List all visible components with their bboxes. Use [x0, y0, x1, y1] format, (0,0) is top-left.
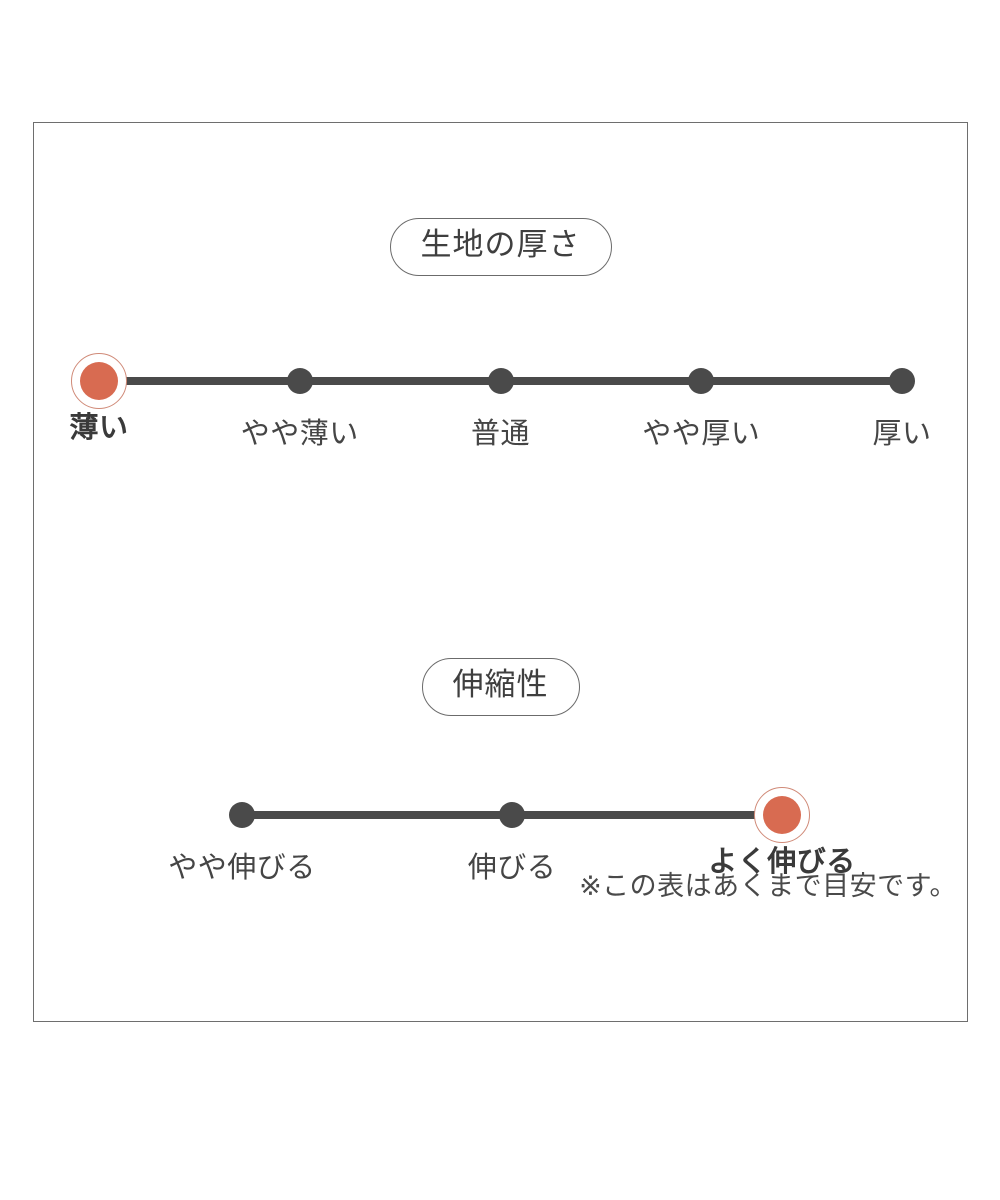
thickness-dot-icon — [487, 368, 514, 394]
thickness-label-2: 普通 — [470, 416, 531, 450]
stretch-stop-1[interactable]: 伸びる — [468, 802, 556, 884]
stretch-dot-icon — [229, 802, 255, 828]
thickness-stop-4[interactable]: 厚い — [872, 368, 931, 450]
stretch-active-dot-icon — [763, 796, 801, 834]
chart-frame: 生地の厚さ 薄い やや薄い 普通 やや厚い 厚い 伸縮性 やや伸びる 伸びる よく伸びる ※… — [33, 122, 968, 1022]
thickness-label-4: 厚い — [872, 416, 932, 450]
stretch-label-0: やや伸びる — [168, 850, 316, 884]
thickness-stop-1[interactable]: やや薄い — [241, 368, 358, 450]
stretch-label-1: 伸びる — [467, 850, 557, 884]
thickness-label-3: やや厚い — [642, 416, 761, 450]
stretch-stop-0[interactable]: やや伸びる — [168, 802, 315, 884]
thickness-label-1: やや薄い — [240, 416, 359, 450]
disclaimer-note: ※この表はあくまで目安です。 — [579, 871, 957, 902]
stretch-dot-icon — [499, 802, 525, 828]
section-title-stretch: 伸縮性 — [421, 658, 580, 716]
stretch-stop-2[interactable]: よく伸びる — [708, 787, 855, 878]
stretch-label-2: よく伸びる — [708, 844, 856, 878]
thickness-dot-icon — [889, 368, 915, 394]
thickness-label-0: 薄い — [69, 410, 129, 444]
section-title-thickness: 生地の厚さ — [389, 218, 612, 276]
thickness-stop-0[interactable]: 薄い — [69, 353, 128, 444]
thickness-stop-2[interactable]: 普通 — [471, 368, 530, 450]
thickness-dot-icon — [286, 368, 313, 394]
thickness-active-dot-icon — [80, 362, 118, 400]
thickness-dot-icon — [688, 368, 715, 394]
thickness-stop-3[interactable]: やや厚い — [642, 368, 760, 450]
